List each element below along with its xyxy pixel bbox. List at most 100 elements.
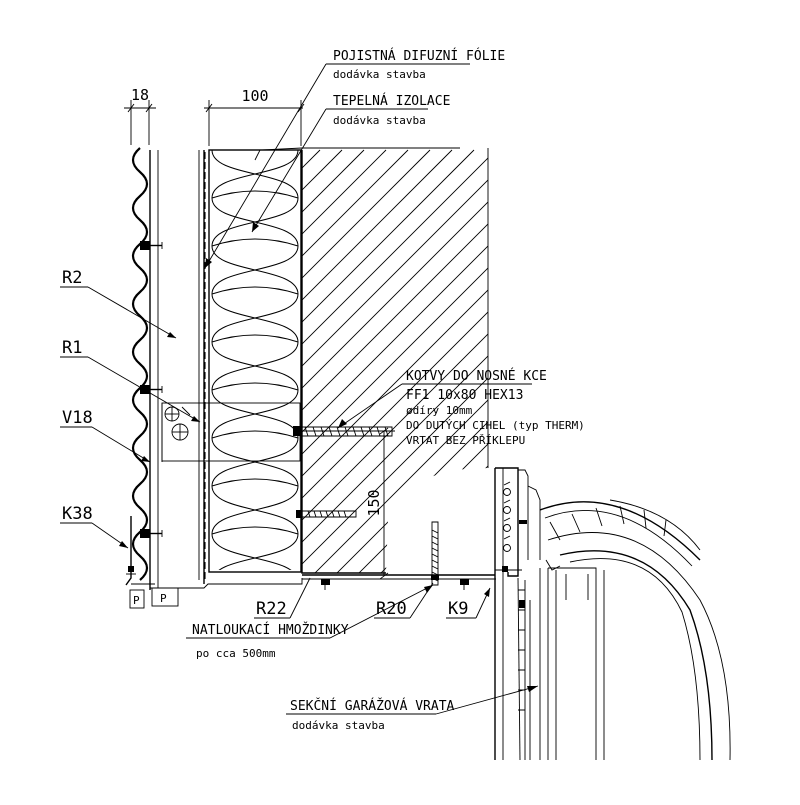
hatch-line [302, 149, 475, 573]
tag-v18-label: V18 [62, 408, 93, 428]
anchor-line1: FF1 10x80 HEX13 [406, 388, 523, 403]
plate-markers [129, 587, 179, 609]
insulation-loop [211, 238, 299, 295]
hatch-line [307, 149, 488, 573]
insulation-loop [211, 478, 299, 535]
door-sub: dodávka stavba [292, 719, 385, 732]
dowel-title: NATLOUKACÍ HMOŽDINKY [192, 622, 349, 638]
dim-150-label: 150 [365, 489, 383, 516]
insulation-loop [211, 286, 299, 343]
tag-r1-label: R1 [62, 338, 82, 358]
insulation-pattern [211, 150, 299, 570]
bottom-flashing [302, 574, 496, 590]
hatch-line [594, 150, 800, 580]
hatch-line [302, 149, 488, 573]
hatch-line [638, 150, 800, 580]
tag-p2-label: P [160, 592, 167, 605]
hatch-line [572, 150, 800, 580]
thermal-insulation [208, 149, 302, 573]
plate-labels: P P [133, 592, 167, 607]
screw [140, 385, 163, 394]
callout-garage-door: SEKČNÍ GARÁŽOVÁ VRATA dodávka stavba [286, 685, 539, 732]
dimension-18: 18 [124, 86, 156, 145]
insulation-loop [211, 526, 299, 570]
wall-anchor [296, 510, 357, 518]
insulation-loop [211, 190, 299, 247]
dimension-100: 100 [204, 87, 305, 146]
hatch-line [704, 150, 800, 580]
dimension-150: 150 [365, 427, 392, 580]
anchor-title: KOTVY DO NOSNÉ KCE [406, 368, 547, 384]
tag-k9-label: K9 [448, 599, 468, 619]
door-title: SEKČNÍ GARÁŽOVÁ VRATA [290, 698, 455, 714]
hatch-line [302, 149, 488, 573]
hatch-line [792, 150, 800, 580]
dim-18-label: 18 [131, 86, 149, 104]
hatch-line [302, 149, 488, 573]
hatch-line [550, 150, 800, 580]
hatch-line [660, 150, 800, 580]
hatch-line [616, 150, 800, 580]
tag-r20: R20 [374, 582, 434, 619]
dowel-sub: po cca 500mm [196, 647, 276, 660]
hatch-line [528, 150, 800, 580]
sheet-screws [140, 241, 163, 538]
hatch-line [373, 149, 488, 573]
hatch-line [302, 149, 321, 573]
hatch-line [302, 149, 453, 573]
hatch-line [302, 149, 488, 573]
hatch-line [302, 149, 343, 573]
anchor-line2: ødíry 10mm [406, 404, 473, 417]
insul-title: TEPELNÁ IZOLACE [333, 93, 450, 109]
hatch-line [302, 149, 488, 573]
insulation-loop [211, 382, 299, 439]
wall-hatching [0, 149, 800, 580]
hatch-line [726, 150, 800, 580]
tag-r1: R1 [60, 338, 201, 423]
tag-r22: R22 [254, 577, 311, 619]
tag-k38: K38 [60, 504, 129, 549]
tag-k9: K9 [446, 587, 491, 619]
hatch-line [506, 150, 800, 580]
hatch-line [461, 149, 488, 573]
insulation-loop [211, 334, 299, 391]
hatch-line [0, 150, 298, 580]
callout-diffusion-foil: POJISTNÁ DIFUZNÍ FÓLIE dodávka stavba [204, 48, 505, 269]
corrugated-sheet-v18 [131, 147, 149, 581]
callout-thermal-insulation: TEPELNÁ IZOLACE dodávka stavba [251, 93, 450, 233]
hatch-line [302, 149, 488, 573]
hatch-line [302, 149, 488, 573]
screw [140, 241, 163, 250]
hatch-line [302, 149, 431, 573]
hatch-line [0, 150, 254, 580]
foil-sub: dodávka stavba [333, 68, 426, 81]
hatch-line [302, 149, 488, 573]
hatch-line [302, 149, 409, 573]
hatch-line [329, 149, 488, 573]
sectional-garage-door [494, 467, 731, 761]
tag-v18: V18 [60, 408, 151, 463]
anchor-line4: VRTAT BEZ PŘÍKLEPU [406, 434, 525, 447]
hatch-line [0, 150, 232, 580]
hatch-line [351, 149, 488, 573]
callout-hammer-dowels: NATLOUKACÍ HMOŽDINKY po cca 500mm [186, 584, 434, 660]
dim-100-label: 100 [241, 87, 268, 105]
tag-r20-label: R20 [376, 599, 407, 619]
callout-wall-anchors: KOTVY DO NOSNÉ KCE FF1 10x80 HEX13 ødíry… [337, 368, 585, 447]
hatch-line [302, 149, 488, 573]
tag-p1-label: P [133, 594, 140, 607]
vertical-dowel [431, 521, 439, 586]
foil-title: POJISTNÁ DIFUZNÍ FÓLIE [333, 48, 505, 64]
hatch-line [682, 150, 800, 580]
tag-k38-label: K38 [62, 504, 93, 524]
insulation-loop [211, 430, 299, 487]
hatch-line [770, 150, 800, 580]
hatch-line [302, 149, 488, 573]
hatch-line [302, 149, 387, 573]
tag-r2: R2 [60, 268, 177, 339]
tag-r2-label: R2 [62, 268, 82, 288]
hatch-line [439, 149, 488, 573]
anchor-line3: DO DUTÝCH CIHEL (typ THERM) [406, 419, 585, 432]
